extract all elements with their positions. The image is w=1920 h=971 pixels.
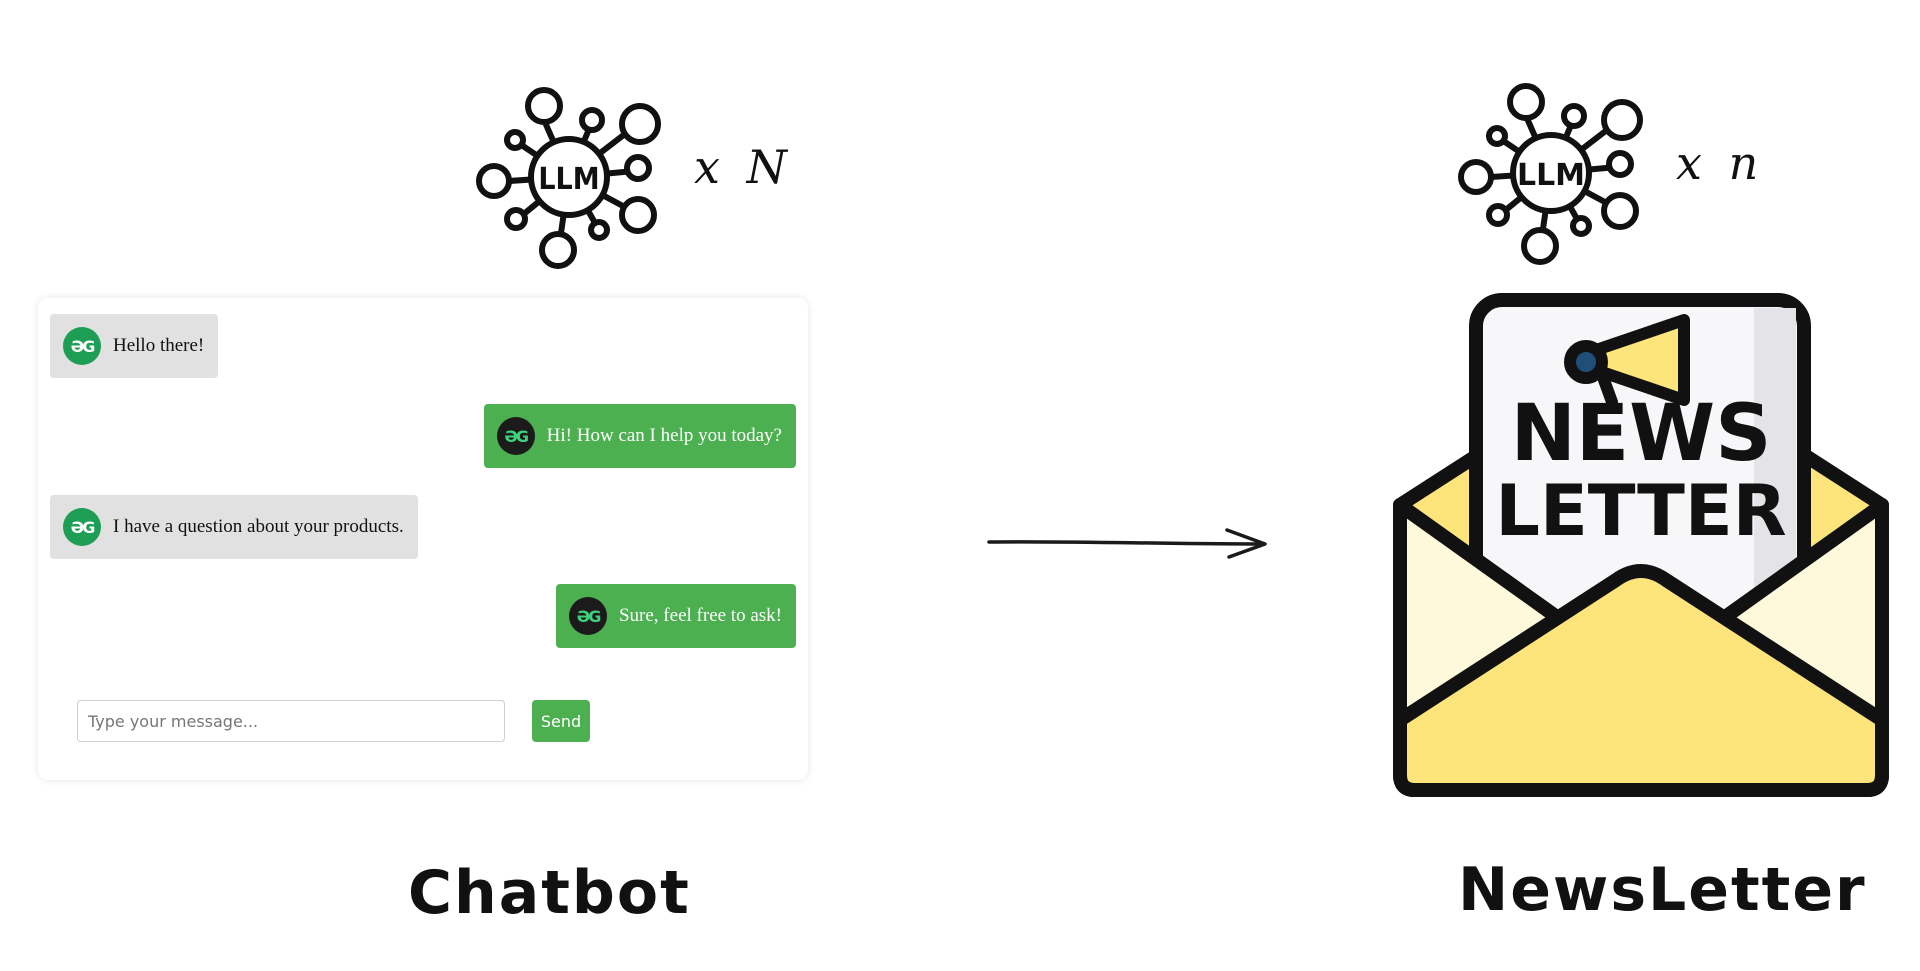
user-avatar-icon: ƏG (568, 597, 607, 635)
bot-avatar-icon: ƏG (63, 327, 101, 365)
chatbot-multiplier: x N (694, 140, 793, 194)
chat-message-bot: ƏG I have a question about your products… (50, 495, 418, 559)
arrow-right-icon (987, 528, 1267, 559)
user-avatar-icon: ƏG (496, 417, 535, 455)
bot-avatar-icon: ƏG (63, 508, 101, 546)
send-button[interactable]: Send (532, 700, 590, 742)
message-text: Sure, feel free to ask! (618, 605, 782, 626)
message-text: Hello there! (113, 335, 205, 356)
newsletter-caption: NewsLetter (1458, 855, 1867, 925)
chat-message-user: ƏG Sure, feel free to ask! (555, 584, 796, 648)
newsletter-envelope-icon: NEWS LETTER (1393, 293, 1889, 797)
chatbot-window: ƏG Hello there! ƏG Hi! How can I help yo… (38, 298, 808, 780)
chat-message-bot: ƏG Hello there! (50, 314, 219, 378)
message-text: I have a question about your products. (113, 516, 404, 537)
llm-network-icon: LLM (476, 87, 661, 269)
llm-label: LLM (1517, 158, 1585, 193)
llm-network-icon: LLM (1458, 83, 1643, 265)
chatbot-caption: Chatbot (408, 858, 691, 928)
newsletter-multiplier: x n (1676, 136, 1765, 190)
llm-label: LLM (538, 162, 599, 197)
chat-message-user: ƏG Hi! How can I help you today? (483, 404, 796, 468)
message-text: Hi! How can I help you today? (546, 425, 782, 446)
message-input[interactable] (77, 700, 505, 742)
newsletter-line2: LETTER (1495, 470, 1786, 552)
newsletter-line1: NEWS (1511, 389, 1772, 479)
